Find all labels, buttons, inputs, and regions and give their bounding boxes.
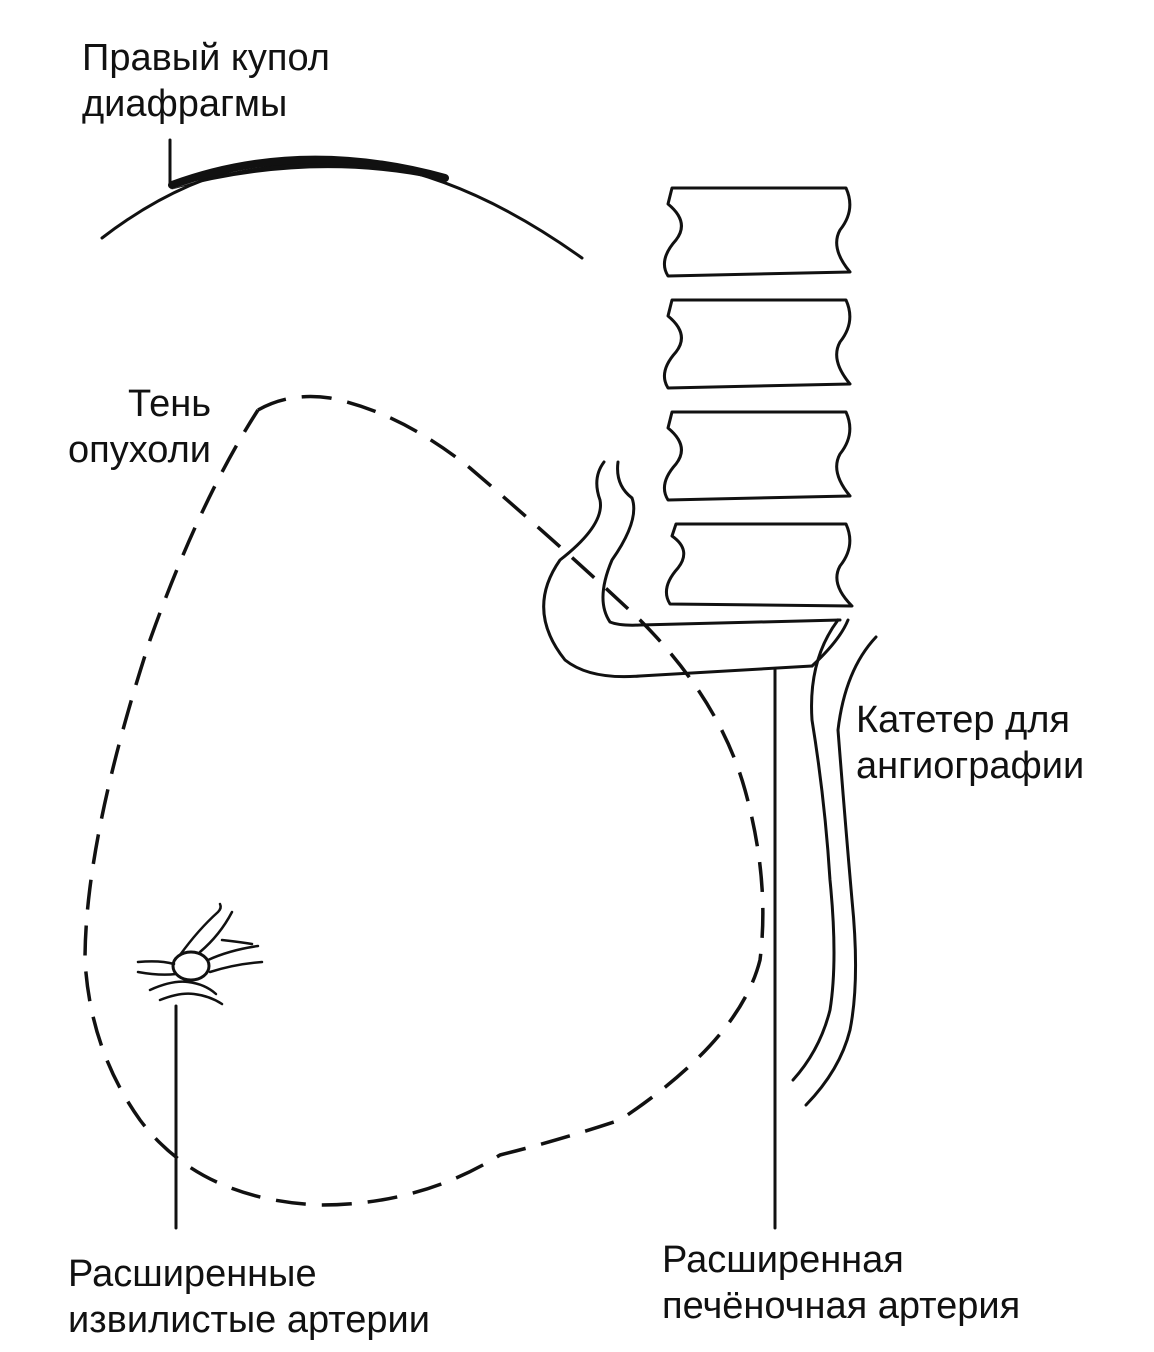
label-catheter-line-1: Катетер для [856, 699, 1070, 741]
diaphragm-dome [100, 155, 584, 260]
label-diaphragm-line-1: Правый купол [82, 37, 330, 79]
label-tortuous-arteries-line-2: извилистые артерии [68, 1299, 430, 1341]
catheter-and-hepatic-artery [542, 460, 878, 1230]
label-catheter: Катетер для ангиографии [856, 699, 1084, 787]
vertebra-4 [664, 522, 854, 608]
label-tumor-shadow-line-2: опухоли [68, 429, 211, 471]
tumor-shadow-outline [83, 394, 765, 1207]
tortuous-arteries-cluster [136, 902, 264, 1006]
label-hepatic-artery-line-1: Расширенная [662, 1239, 904, 1281]
label-tumor-shadow: Тень опухоли [68, 383, 222, 471]
vertebral-column [662, 186, 854, 608]
label-hepatic-artery-line-2: печёночная артерия [662, 1285, 1020, 1327]
vertebra-3 [662, 410, 852, 502]
label-tortuous-arteries: Расширенные извилистые артерии [68, 1253, 430, 1341]
label-tortuous-arteries-line-1: Расширенные [68, 1253, 317, 1295]
label-diaphragm: Правый купол диафрагмы [82, 37, 341, 125]
label-tumor-shadow-line-1: Тень [128, 383, 211, 425]
vertebra-1 [662, 186, 852, 278]
label-diaphragm-line-2: диафрагмы [82, 83, 287, 125]
label-hepatic-artery: Расширенная печёночная артерия [662, 1239, 1020, 1327]
vertebra-2 [662, 298, 852, 390]
label-catheter-line-2: ангиографии [856, 745, 1084, 787]
